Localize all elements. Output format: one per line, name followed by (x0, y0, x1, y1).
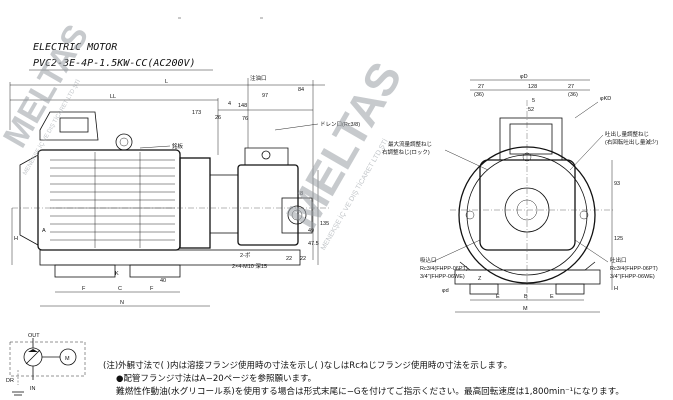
dim-phiD: φD (520, 74, 528, 80)
label-suction: 吸込口 (420, 256, 437, 264)
dim-135: 135 (320, 221, 329, 227)
dim-22a: 22 (300, 256, 306, 262)
dim-A: A (42, 228, 46, 234)
motor-fins (50, 152, 175, 248)
dim-148: 148 (238, 103, 247, 109)
dim-47-5: 47.5 (308, 241, 319, 247)
dim-phiKD: φKD (600, 96, 611, 102)
dim-C: C (118, 286, 122, 292)
label-bolt2: 2×4-M10 深15 (232, 262, 267, 270)
motor-spec-handwritten: ELECTRIC MOTOR PVC2-3E-4P-1.5KW-CC(AC200… (29, 42, 213, 71)
label-drain: ドレン口(Rc3/8) (320, 121, 360, 128)
dim-52: 52 (528, 107, 534, 113)
dim-97: 97 (262, 93, 268, 99)
dim-E1: E (496, 294, 500, 300)
dim-H-side: H (14, 236, 18, 242)
dim-128: 128 (528, 84, 537, 90)
dim-93: 93 (614, 181, 620, 187)
label-right-lock: 右調整ねじ(ロック) (382, 148, 430, 156)
label-suction-spec: Rc3/4(FHPP-06PT) (420, 266, 468, 272)
label-pressure-adj: 吐出し量調整ねじ (605, 130, 649, 138)
label-pressure-adj2: (右回転吐出し量減少) (605, 138, 658, 146)
dim-B: B (524, 294, 528, 300)
dim-125: 125 (614, 236, 623, 242)
circuit-out-label: OUT (28, 333, 40, 339)
dim-22b: 22 (286, 256, 292, 262)
dim-27a: 27 (478, 84, 484, 90)
dim-4: 4 (228, 101, 231, 107)
dim-E2: E (550, 294, 554, 300)
circuit-dr-label: DR (6, 378, 14, 384)
dim-76: 76 (242, 116, 248, 122)
dim-84: 84 (298, 87, 304, 93)
watermark-left: MELTAS MENEKŞE İÇ VE DIŞ TİCARET LTD ŞTİ (0, 18, 96, 176)
label-bolt: 2-ボ (240, 251, 251, 259)
label-discharge: 吐出口 (610, 256, 627, 264)
note-1: (注)外観寸法で( )内は溶接フランジ使用時の寸法を示し( )なしはRcねじフラ… (103, 360, 512, 371)
dim-LL: LL (110, 94, 116, 100)
label-discharge-spec: Rc3/4(FHPP-06PT) (610, 266, 658, 272)
side-view: L LL 97 148 173 76 26 4 84 (9, 74, 360, 307)
circuit-in-label: IN (30, 386, 36, 392)
dim-5: 5 (532, 98, 535, 104)
dim-K: K (115, 271, 119, 277)
front-view: φD 128 27 27 (36) (36) 5 52 φKD 9 (382, 74, 658, 313)
label-nameplate: 銘板 (172, 142, 184, 150)
dim-Z: Z (478, 276, 482, 282)
dim-H-front: H (614, 286, 618, 292)
notes: (注)外観寸法で( )内は溶接フランジ使用時の寸法を示し( )なしはRcねじフラ… (103, 360, 624, 397)
label-oil-inlet: 注油口 (250, 74, 267, 82)
hydraulic-circuit: M OUT IN DR (6, 333, 86, 396)
dim-F2: F (150, 286, 154, 292)
dim-M: M (523, 306, 528, 312)
dim-8: 8 (300, 191, 303, 197)
dim-40: 40 (160, 278, 166, 284)
label-suction-spec2: 3/4"(FHPP-06WE) (420, 274, 465, 280)
dim-36b: (36) (568, 92, 578, 98)
dim-36a: (36) (474, 92, 484, 98)
dim-F1: F (82, 286, 86, 292)
dim-N: N (120, 300, 124, 306)
label-max-flow: 最大流量調整ねじ (388, 140, 432, 148)
motor-spec-line2: PVC2-3E-4P-1.5KW-CC(AC200V) (33, 58, 196, 69)
note-2: ●配管フランジ寸法はA−20ページを参照願います。 (116, 373, 316, 384)
dim-173: 173 (192, 110, 201, 116)
label-discharge-spec2: 3/4"(FHPP-06WE) (610, 274, 655, 280)
note-3: 難燃性作動油(水グリコール系)を使用する場合は形式末尾に−Gを付けてご指示くださ… (116, 386, 624, 397)
dim-27b: 27 (568, 84, 574, 90)
dim-L: L (165, 79, 168, 85)
dim-phid: φd (442, 288, 449, 294)
motor-spec-line1: ELECTRIC MOTOR (33, 42, 117, 53)
circuit-motor-label: M (65, 356, 70, 362)
dim-49: 49 (308, 228, 314, 234)
